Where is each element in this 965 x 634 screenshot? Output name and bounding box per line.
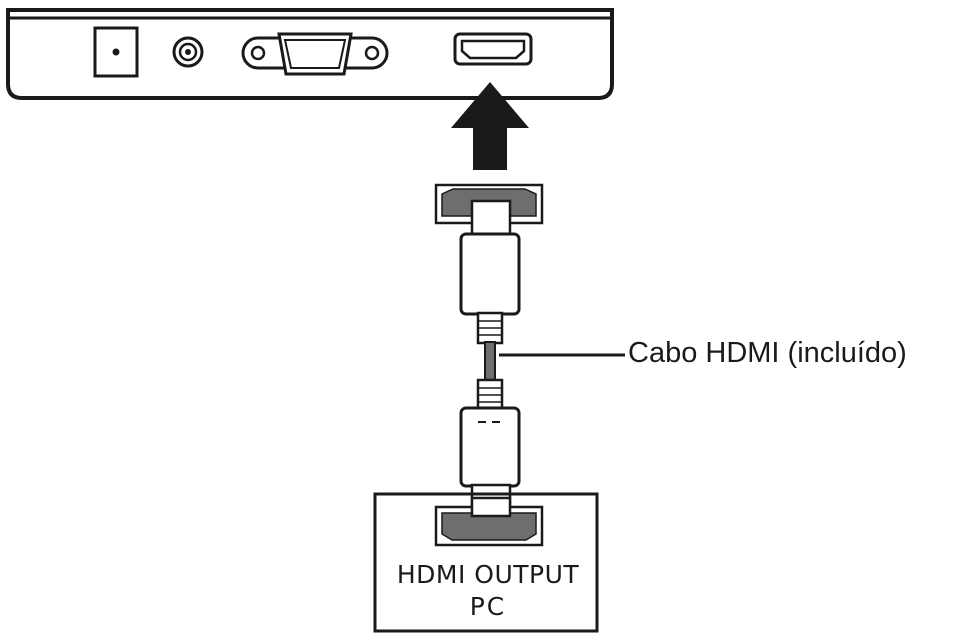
dc-power-port-icon xyxy=(93,26,139,78)
pc-output-label: HDMI OUTPUT xyxy=(396,560,580,589)
arrow-up-icon xyxy=(451,82,529,170)
cable-wire xyxy=(484,341,496,383)
monitor-hdmi-port-icon xyxy=(453,32,533,66)
pc-box xyxy=(373,492,599,633)
cable-label: Cabo HDMI (incluído) xyxy=(628,337,907,369)
audio-jack-icon xyxy=(172,36,204,68)
pc-label: PC xyxy=(469,592,507,621)
top-hdmi-connector xyxy=(434,183,544,345)
pc-hdmi-port-icon xyxy=(441,512,537,541)
vga-port-icon xyxy=(241,32,389,76)
